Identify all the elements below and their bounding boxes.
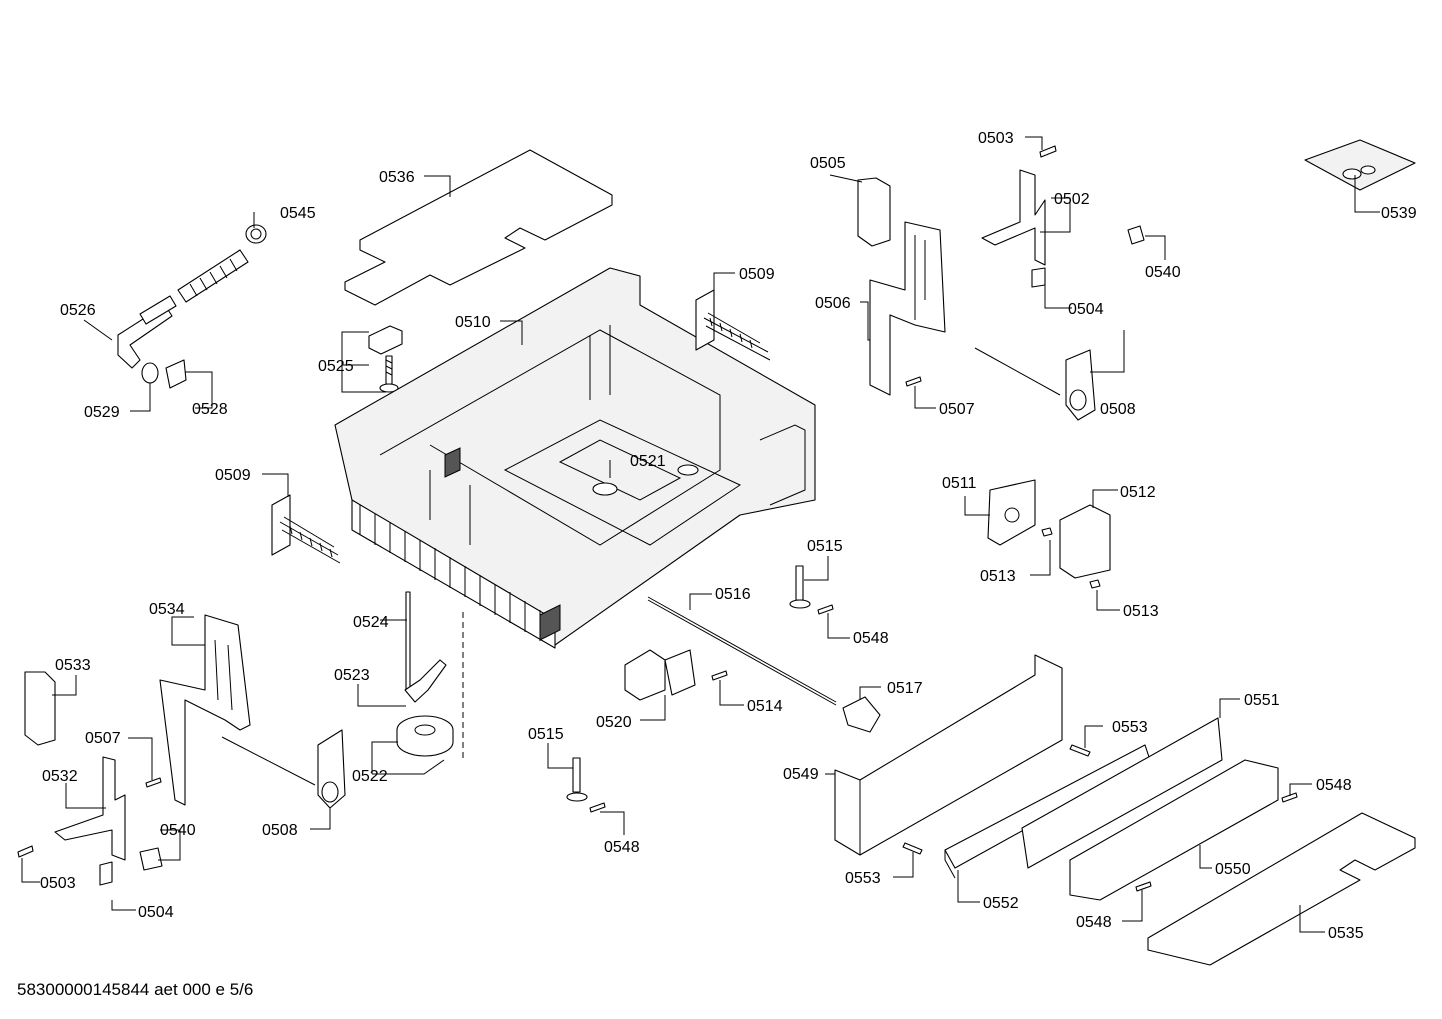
part-0548-screw-a: [817, 604, 834, 615]
part-0536-cover-plate: [344, 149, 613, 306]
label-0504-lower: 0504: [138, 904, 174, 921]
label-0506: 0506: [815, 295, 851, 312]
label-0552: 0552: [983, 895, 1019, 912]
label-0525: 0525: [318, 358, 354, 375]
part-0516-rod: [647, 596, 837, 706]
part-0525-bracket: [368, 325, 403, 393]
label-0507-upper: 0507: [939, 401, 975, 418]
label-0504-upper: 0504: [1068, 301, 1104, 318]
document-code: 58300000145844 aet 000 e 5/6: [17, 980, 254, 999]
part-0512-cover: [1059, 504, 1111, 579]
label-0511: 0511: [942, 475, 977, 492]
label-0526: 0526: [60, 302, 96, 319]
label-0508-lower: 0508: [262, 822, 298, 839]
part-0548-screw-b: [589, 802, 606, 813]
part-0503-screw-a: [1039, 145, 1057, 158]
part-0533-cover: [24, 671, 56, 746]
part-0504-clip-a: [1031, 267, 1046, 288]
label-0509-upper: 0509: [739, 266, 775, 283]
part-0540-clip-b: [139, 847, 163, 871]
label-0539: 0539: [1381, 205, 1417, 222]
part-0503-screw-b: [17, 845, 34, 858]
part-0510-base-tub: [334, 267, 816, 649]
part-0522-cap: [396, 715, 454, 757]
part-0540-clip-a: [1127, 225, 1145, 245]
part-0539-hardware-pack: [1304, 139, 1416, 191]
label-0533: 0533: [55, 657, 91, 674]
label-0548-b: 0548: [604, 839, 640, 856]
part-0513-screws: [1041, 527, 1101, 589]
label-0524: 0524: [353, 614, 389, 631]
part-0520-valve: [624, 649, 696, 701]
part-0511-housing: [987, 479, 1036, 546]
label-0503-lower: 0503: [40, 875, 76, 892]
part-0505-bracket: [857, 177, 891, 247]
label-0520: 0520: [596, 714, 632, 731]
label-0515-upper: 0515: [807, 538, 843, 555]
label-0534: 0534: [149, 601, 185, 618]
label-0508-upper: 0508: [1100, 401, 1136, 418]
part-0517-float: [842, 696, 881, 733]
label-0507-lower: 0507: [85, 730, 121, 747]
part-0509-spring-lower: [271, 494, 341, 564]
part-labels: 0536 0545 0526 0529 0528 0525 0510 0509 …: [40, 130, 1417, 942]
part-0550-panel: [1069, 759, 1279, 901]
label-0522: 0522: [352, 768, 388, 785]
label-0514: 0514: [747, 698, 783, 715]
label-0548-c: 0548: [1316, 777, 1352, 794]
part-0515-foot-a: [789, 565, 811, 609]
label-0548-a: 0548: [853, 630, 889, 647]
label-0512: 0512: [1120, 484, 1156, 501]
label-0505: 0505: [810, 155, 846, 172]
part-0553-screws: [902, 744, 1091, 855]
part-0514-screw: [711, 670, 728, 681]
part-0509-spring-upper: [695, 289, 771, 361]
part-0545-clamp: [245, 224, 267, 244]
label-0528: 0528: [192, 401, 228, 418]
label-0532: 0532: [42, 768, 78, 785]
label-0540-lower: 0540: [160, 822, 196, 839]
label-0516: 0516: [715, 586, 751, 603]
part-0526-hose: [117, 249, 249, 389]
label-0550: 0550: [1215, 861, 1251, 878]
label-0523: 0523: [334, 667, 370, 684]
part-0534-bracket: [159, 614, 251, 806]
part-0502-bracket: [981, 169, 1046, 266]
label-0536: 0536: [379, 169, 415, 186]
label-0551: 0551: [1244, 692, 1280, 709]
label-0517: 0517: [887, 680, 923, 697]
label-0515-lower: 0515: [528, 726, 564, 743]
label-0509-lower: 0509: [215, 467, 251, 484]
label-0513-b: 0513: [1123, 603, 1159, 620]
part-0532-bracket: [54, 756, 126, 861]
part-0551-strip: [1021, 717, 1223, 869]
leader-lines: [21, 136, 1380, 933]
part-0548-screws-c: [1135, 792, 1298, 892]
part-0523-lever: [404, 659, 447, 703]
label-0503-upper: 0503: [978, 130, 1014, 147]
label-0540-upper: 0540: [1145, 264, 1181, 281]
part-0504-clip-b: [99, 861, 113, 886]
label-0521: 0521: [630, 453, 666, 470]
label-0548-d: 0548: [1076, 914, 1112, 931]
label-0510: 0510: [455, 314, 491, 331]
part-0507-screw-a: [905, 376, 922, 387]
label-0529: 0529: [84, 404, 120, 421]
part-0506-bracket: [869, 221, 946, 396]
part-0515-foot-b: [566, 757, 588, 802]
part-0549-panel: [834, 654, 1063, 856]
part-0535-plate: [1147, 812, 1416, 966]
label-0553-a: 0553: [1112, 719, 1148, 736]
part-0508-sensor-b: [221, 729, 346, 809]
label-0553-b: 0553: [845, 870, 881, 887]
label-0545: 0545: [280, 205, 316, 222]
label-0513-a: 0513: [980, 568, 1016, 585]
label-0549: 0549: [783, 766, 819, 783]
part-0508-sensor-a: [974, 347, 1096, 421]
part-0524-rod: [405, 591, 411, 691]
part-0507-screw-b: [145, 777, 162, 788]
label-0535: 0535: [1328, 925, 1364, 942]
label-0502: 0502: [1054, 191, 1090, 208]
